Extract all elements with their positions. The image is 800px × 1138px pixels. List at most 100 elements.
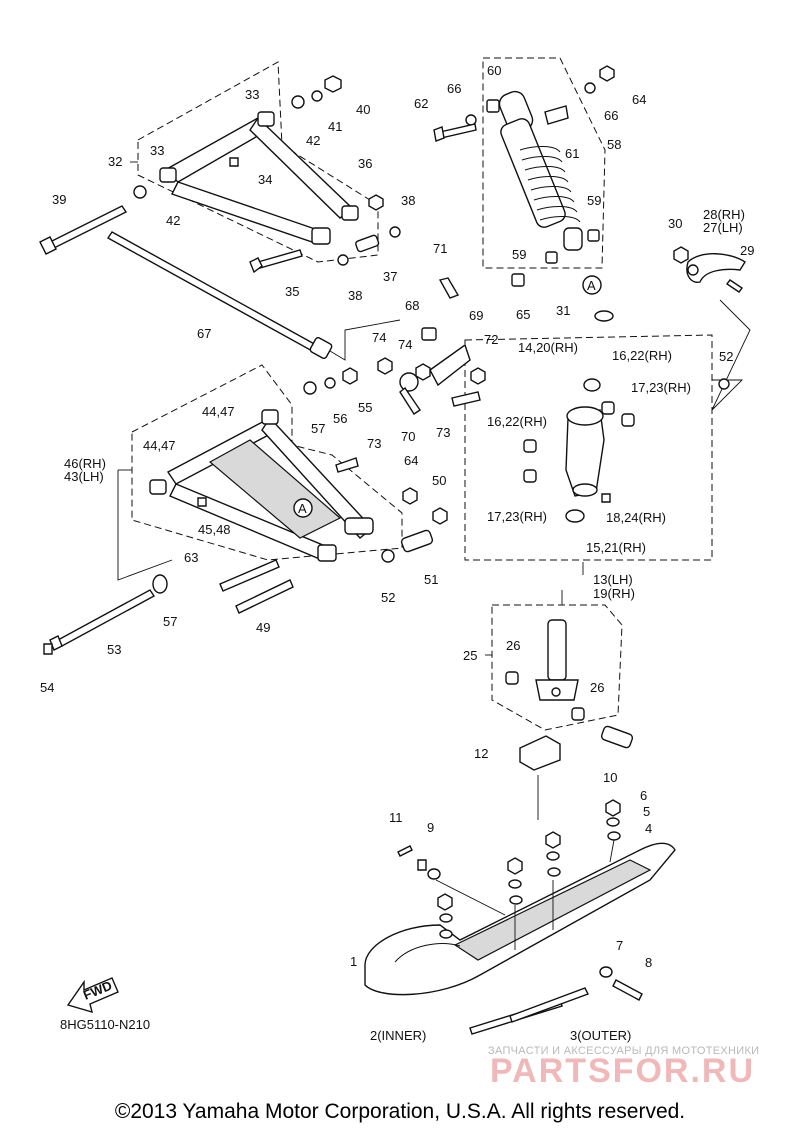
bolt-35 <box>249 249 303 274</box>
fitting-34 <box>229 157 239 167</box>
leader-67 <box>319 319 401 361</box>
fitting-18-24 <box>601 493 611 503</box>
ski-1 <box>364 842 676 996</box>
callout-66-b: 66 <box>604 108 618 123</box>
callout-60: 60 <box>487 63 501 78</box>
nut-36 <box>368 194 384 211</box>
washer-4d <box>439 929 453 939</box>
callout-2-inner: 2(INNER) <box>370 1028 426 1043</box>
callout-5: 5 <box>643 804 650 819</box>
ref-marker-a2 <box>293 498 313 518</box>
callout-73-a: 73 <box>436 425 450 440</box>
nut-40 <box>324 75 342 93</box>
callout-42-a: 42 <box>306 133 320 148</box>
callout-25: 25 <box>463 648 477 663</box>
callout-13-lh: 13(LH) <box>593 572 633 587</box>
nut-74a <box>377 357 393 375</box>
bushing-17-23b <box>523 469 537 483</box>
callout-53: 53 <box>107 642 121 657</box>
callout-52-a: 52 <box>381 590 395 605</box>
bolt-39 <box>39 205 128 255</box>
cap-31 <box>594 310 614 322</box>
nut-6c <box>507 857 523 875</box>
callout-3-outer: 3(OUTER) <box>570 1028 631 1043</box>
watermark-tagline: ЗАПЧАСТИ И АКСЕССУАРЫ ДЛЯ МОТОТЕХНИКИ <box>488 1045 760 1057</box>
washer-5d <box>439 913 453 923</box>
steering-group-outline <box>491 604 623 731</box>
washer-4b <box>547 867 561 877</box>
upper-arm-group-outline <box>137 61 379 263</box>
callout-4: 4 <box>645 821 652 836</box>
nut-74b <box>415 363 431 381</box>
callout-61: 61 <box>565 146 579 161</box>
callout-30: 30 <box>668 216 682 231</box>
callout-67: 67 <box>197 326 211 341</box>
callout-1: 1 <box>350 954 357 969</box>
bushing-26a <box>505 671 519 685</box>
callout-52-b: 52 <box>719 349 733 364</box>
diagram-code: 8HG5110-N210 <box>60 1017 151 1032</box>
callout-44-47-b: 44,47 <box>143 438 176 453</box>
damper-12 <box>519 735 561 771</box>
callout-64-a: 64 <box>632 92 646 107</box>
leader-52-right <box>711 299 751 411</box>
callout-14-20-rh: 14,20(RH) <box>518 340 578 355</box>
washer-56 <box>324 377 336 389</box>
collar-59a <box>587 229 600 242</box>
callout-28-rh: 28(RH) <box>703 207 745 222</box>
bolt-53 <box>49 589 156 651</box>
bolt-71 <box>438 277 460 299</box>
callout-50: 50 <box>432 473 446 488</box>
ski-spindle-25 <box>535 619 579 701</box>
callout-45-48: 45,48 <box>198 522 231 537</box>
washer-7a <box>427 868 441 880</box>
washer-38b <box>337 254 349 266</box>
runner-3-outer <box>509 987 589 1023</box>
nut-64 <box>599 65 615 82</box>
bolt-29 <box>725 279 744 293</box>
bolt-73b <box>335 457 359 473</box>
callout-33-b: 33 <box>150 143 164 158</box>
ref-marker-a1-label: A <box>587 278 596 293</box>
callout-69: 69 <box>469 308 483 323</box>
nut-6d <box>437 893 453 911</box>
ref-marker-a1 <box>582 275 602 295</box>
callout-26-b: 26 <box>590 680 604 695</box>
pin-11 <box>397 845 413 857</box>
washer-52b <box>718 378 730 390</box>
washer-5c <box>508 879 522 889</box>
bolt-8 <box>612 979 643 1001</box>
washer-41 <box>311 90 323 102</box>
leader-mid <box>117 470 173 581</box>
callout-54: 54 <box>40 680 54 695</box>
callout-43-lh: 43(LH) <box>64 469 104 484</box>
bolt-62 <box>433 123 477 142</box>
shock-group-outline <box>482 57 606 269</box>
nut-64b <box>402 487 418 505</box>
link-bracket-69 <box>429 343 471 387</box>
callout-19-rh: 19(RH) <box>593 586 635 601</box>
watermark-brand: PARTSFOR.RU <box>490 1052 756 1090</box>
callout-29: 29 <box>740 243 754 258</box>
callout-39: 39 <box>52 192 66 207</box>
callout-15-21-rh: 15,21(RH) <box>586 540 646 555</box>
callout-56: 56 <box>333 411 347 426</box>
callout-59-b: 59 <box>512 247 526 262</box>
callout-17-23-rh-a: 17,23(RH) <box>631 380 691 395</box>
callout-38-b: 38 <box>348 288 362 303</box>
callout-9: 9 <box>427 820 434 835</box>
fwd-arrow-icon: FWD <box>66 977 119 1014</box>
bushing-16-22a <box>601 401 615 415</box>
callout-27-lh: 27(LH) <box>703 220 743 235</box>
callout-70: 70 <box>401 429 415 444</box>
copyright-notice: ©2013 Yamaha Motor Corporation, U.S.A. A… <box>114 1100 686 1123</box>
callout-49: 49 <box>256 620 270 635</box>
callout-71: 71 <box>433 241 447 256</box>
shock-absorber-58 <box>498 90 583 251</box>
callout-74-a: 74 <box>372 330 386 345</box>
collar-51 <box>400 529 434 553</box>
washer-5a <box>606 817 620 827</box>
washer-57b <box>152 574 168 594</box>
bolt-63 <box>219 559 280 592</box>
